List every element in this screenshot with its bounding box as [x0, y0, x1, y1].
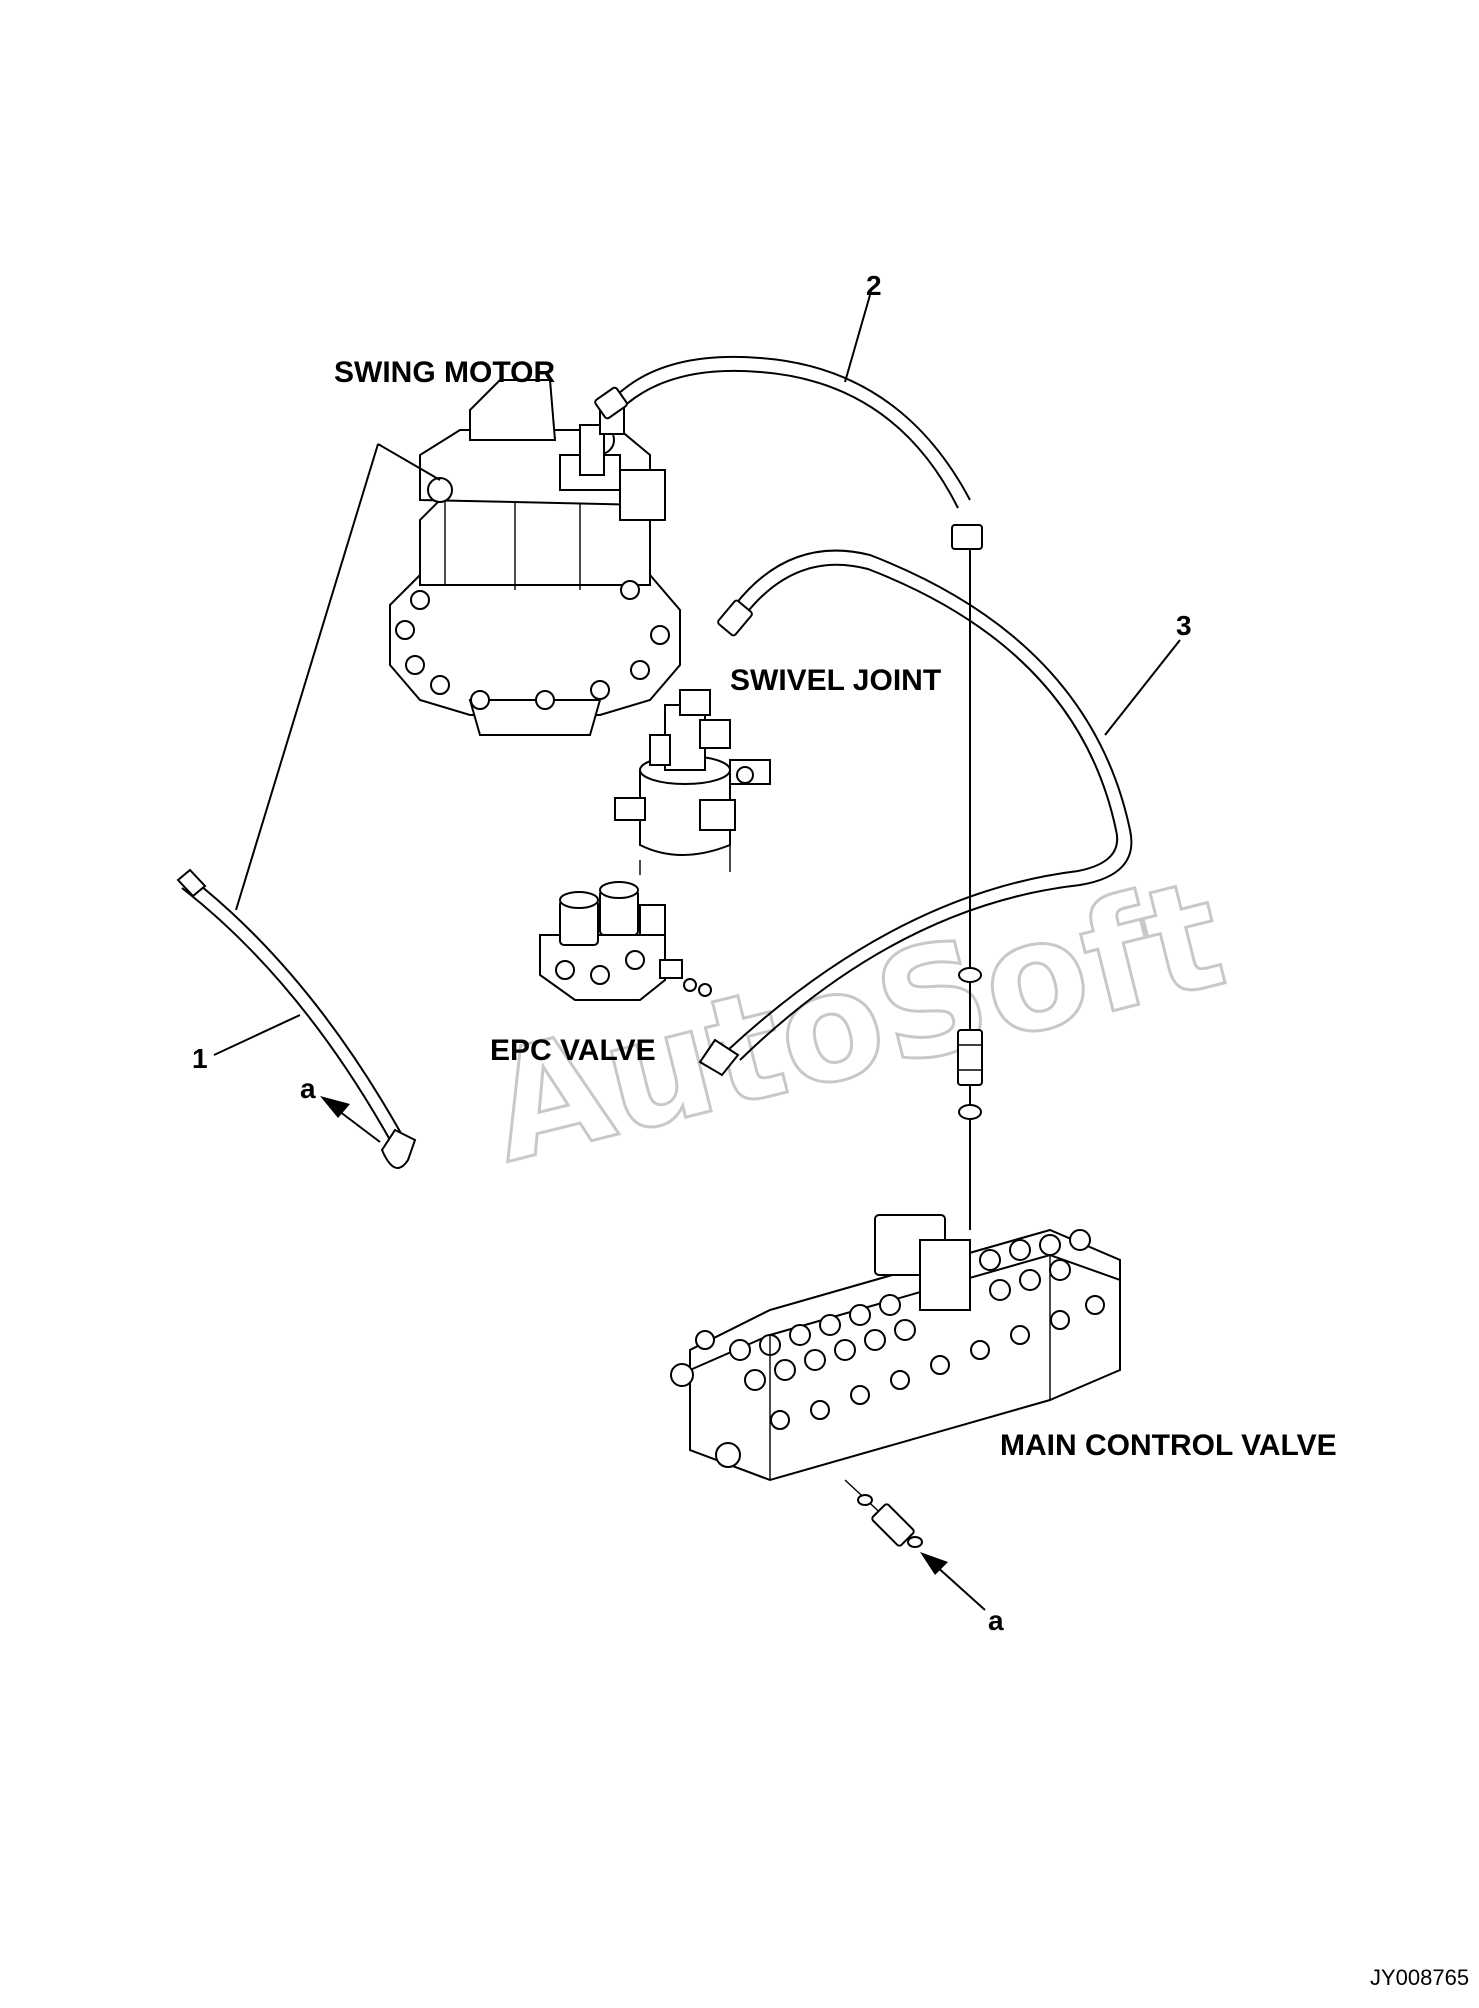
mcv-inlet-fittings	[957, 548, 983, 1230]
hose-2	[594, 355, 983, 550]
main-control-valve	[670, 1214, 1121, 1482]
view-arrow-lower	[920, 1552, 986, 1611]
label-swing-motor: SWING MOTOR	[334, 356, 555, 389]
label-epc-valve: EPC VALVE	[490, 1034, 656, 1067]
mcv-ports	[729, 1229, 1105, 1430]
swivel-joint	[614, 689, 771, 875]
figure-code: JY008765	[1370, 1965, 1469, 1990]
callout-a-lower: a	[988, 1605, 1004, 1636]
hose-1	[176, 868, 417, 1169]
mcv-outlet-fittings	[844, 1479, 923, 1548]
hose-3	[698, 549, 1133, 1077]
swing-motor	[389, 379, 681, 736]
label-main-control-valve: MAIN CONTROL VALVE	[1000, 1429, 1337, 1462]
callout-2: 2	[866, 270, 882, 301]
label-swivel-joint: SWIVEL JOINT	[730, 664, 941, 697]
callout-1: 1	[192, 1043, 208, 1074]
callout-a-upper: a	[300, 1073, 316, 1104]
epc-valve	[539, 881, 712, 1001]
view-arrow-upper	[320, 1096, 381, 1143]
leader-lines	[213, 294, 1181, 1056]
callout-3: 3	[1176, 610, 1192, 641]
